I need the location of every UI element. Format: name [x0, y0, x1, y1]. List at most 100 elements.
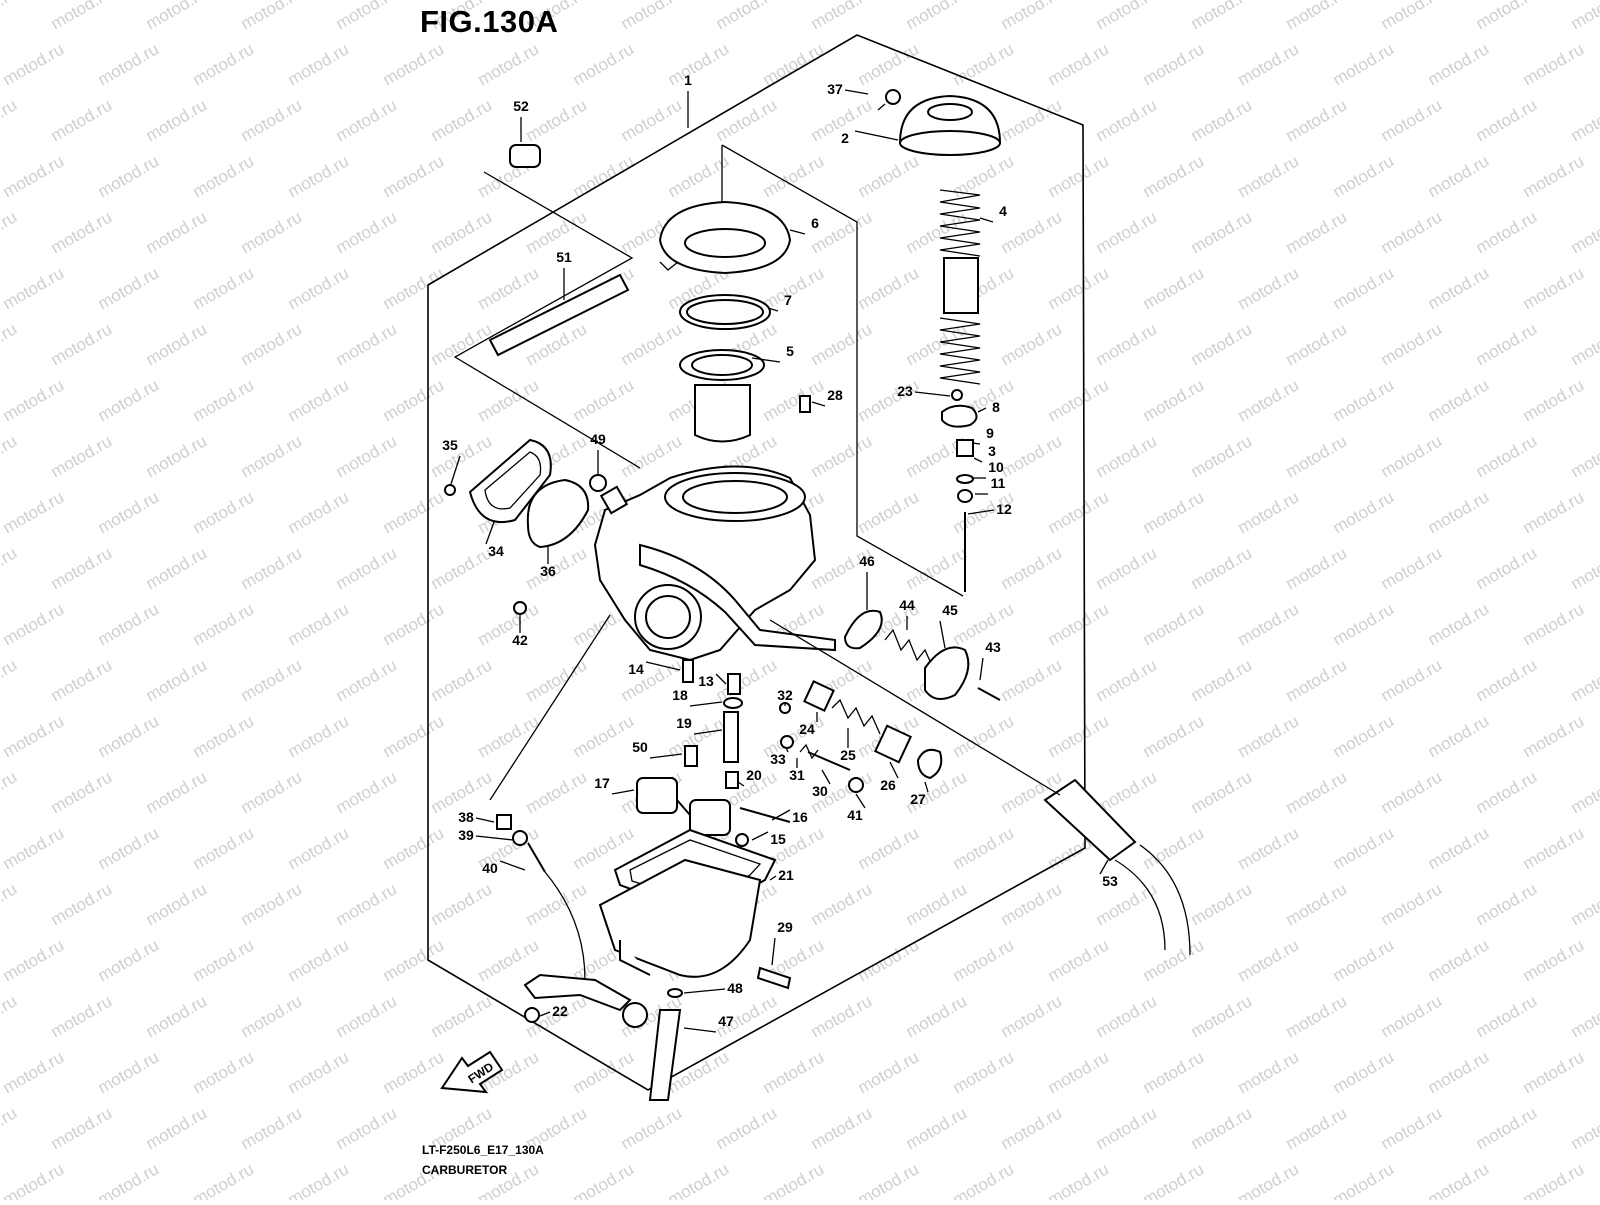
watermark-text: motod.ru: [1093, 95, 1161, 145]
part-15-screw: [736, 834, 748, 846]
watermark-text: motod.ru: [1140, 487, 1208, 537]
watermark-text: motod.ru: [0, 823, 67, 873]
watermark-text: motod.ru: [570, 1047, 638, 1097]
watermark-text: motod.ru: [190, 823, 258, 873]
watermark-text: motod.ru: [1330, 375, 1398, 425]
watermark-text: motod.ru: [1188, 655, 1256, 705]
watermark-text: motod.ru: [380, 1047, 448, 1097]
watermark-text: motod.ru: [95, 375, 163, 425]
watermark-text: motod.ru: [1283, 207, 1351, 257]
watermark-text: motod.ru: [95, 1047, 163, 1097]
watermark-text: motod.ru: [0, 151, 67, 201]
watermark-text: motod.ru: [380, 599, 448, 649]
watermark-text: motod.ru: [238, 0, 306, 33]
watermark-text: motod.ru: [760, 39, 828, 89]
watermark-text: motod.ru: [808, 991, 876, 1041]
part-44-spring: [885, 630, 933, 668]
callout-27: 27: [910, 791, 926, 807]
watermark-text: motod.ru: [1425, 487, 1493, 537]
leader-line-41: [856, 794, 865, 808]
leader-line-21: [770, 876, 776, 880]
leader-line-26: [890, 762, 898, 778]
watermark-text: motod.ru: [333, 319, 401, 369]
watermark-text: motod.ru: [333, 991, 401, 1041]
callout-52: 52: [513, 98, 529, 114]
watermark-text: motod.ru: [1235, 375, 1303, 425]
callout-41: 41: [847, 807, 863, 823]
callout-25: 25: [840, 747, 856, 763]
watermark-text: motod.ru: [333, 767, 401, 817]
watermark-text: motod.ru: [1140, 39, 1208, 89]
watermark-text: motod.ru: [238, 319, 306, 369]
callout-1: 1: [684, 72, 692, 88]
watermark-text: motod.ru: [380, 823, 448, 873]
watermark-text: motod.ru: [238, 95, 306, 145]
watermark-text: motod.ru: [333, 879, 401, 929]
part-14-jet: [683, 660, 693, 682]
watermark-text: motod.ru: [1378, 0, 1446, 33]
watermark-text: motod.ru: [855, 1159, 923, 1200]
callout-19: 19: [676, 715, 692, 731]
watermark-text: motod.ru: [380, 39, 448, 89]
watermark-text: motod.ru: [190, 487, 258, 537]
watermark-text: motod.ru: [285, 1047, 353, 1097]
watermark-text: motod.ru: [95, 711, 163, 761]
watermark-text: motod.ru: [48, 319, 116, 369]
watermark-text: motod.ru: [1235, 263, 1303, 313]
part-38-nut: [497, 815, 511, 829]
watermark-text: motod.ru: [95, 39, 163, 89]
callout-13: 13: [698, 673, 714, 689]
watermark-text: motod.ru: [1093, 0, 1161, 33]
watermark-text: motod.ru: [428, 431, 496, 481]
watermark-text: motod.ru: [1568, 655, 1600, 705]
watermark-text: motod.ru: [285, 935, 353, 985]
callout-34: 34: [488, 543, 504, 559]
watermark-text: motod.ru: [1520, 375, 1588, 425]
watermark-text: motod.ru: [475, 935, 543, 985]
watermark-text: motod.ru: [1378, 1103, 1446, 1153]
watermark-text: motod.ru: [238, 879, 306, 929]
watermark-text: motod.ru: [998, 95, 1066, 145]
watermark-text: motod.ru: [1378, 95, 1446, 145]
part-50-jet: [685, 746, 697, 766]
watermark-text: motod.ru: [428, 879, 496, 929]
callout-45: 45: [942, 602, 958, 618]
watermark-text: motod.ru: [1045, 1159, 1113, 1200]
leader-line-28: [812, 402, 825, 406]
watermark-text: motod.ru: [380, 935, 448, 985]
callout-17: 17: [594, 775, 610, 791]
watermark-text: motod.ru: [1188, 207, 1256, 257]
watermark-text: motod.ru: [380, 711, 448, 761]
watermark-text: motod.ru: [1473, 95, 1541, 145]
watermark-text: motod.ru: [570, 1159, 638, 1200]
watermark-text: motod.ru: [143, 879, 211, 929]
watermark-text: motod.ru: [950, 39, 1018, 89]
watermark-text: motod.ru: [1378, 991, 1446, 1041]
watermark-text: motod.ru: [0, 95, 20, 145]
watermark-text: motod.ru: [238, 431, 306, 481]
leader-line-45: [940, 621, 945, 648]
part-43-screw: [978, 688, 1000, 700]
leader-line-4: [980, 218, 993, 222]
watermark-text: motod.ru: [143, 0, 211, 33]
watermark-text: motod.ru: [285, 263, 353, 313]
watermark-text: motod.ru: [1045, 487, 1113, 537]
callout-6: 6: [811, 215, 819, 231]
watermark-text: motod.ru: [1045, 1047, 1113, 1097]
watermark-text: motod.ru: [285, 711, 353, 761]
watermark-text: motod.ru: [1568, 1103, 1600, 1153]
watermark-text: motod.ru: [998, 655, 1066, 705]
watermark-text: motod.ru: [1188, 319, 1256, 369]
watermark-text: motod.ru: [0, 543, 20, 593]
watermark-text: motod.ru: [285, 599, 353, 649]
watermark-text: motod.ru: [523, 767, 591, 817]
watermark-text: motod.ru: [143, 991, 211, 1041]
watermark-text: motod.ru: [1188, 0, 1256, 33]
watermark-text: motod.ru: [950, 1047, 1018, 1097]
leader-line-18: [690, 702, 722, 706]
watermark-text: motod.ru: [903, 207, 971, 257]
watermark-text: motod.ru: [285, 39, 353, 89]
watermark-text: motod.ru: [0, 767, 20, 817]
callout-37: 37: [827, 81, 843, 97]
